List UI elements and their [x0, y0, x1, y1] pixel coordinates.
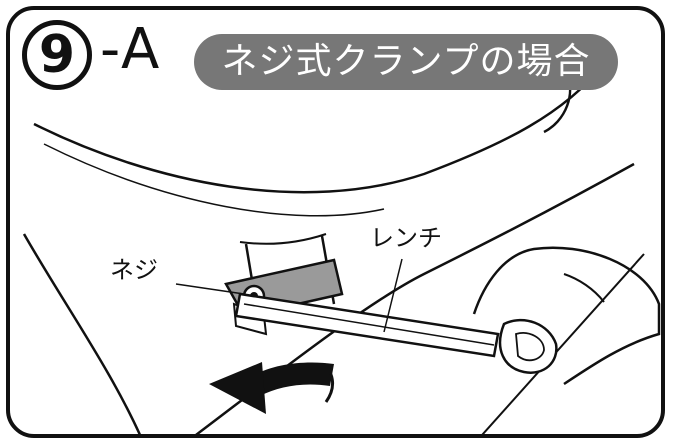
step-number-badge: 9: [22, 20, 92, 90]
seat-body-outline: [33, 63, 605, 194]
hand-nail: [515, 332, 545, 362]
post-cap: [239, 233, 327, 245]
title-banner: ネジ式クランプの場合: [194, 34, 618, 90]
table-rear-edge: [481, 253, 645, 434]
wrench-label: レンチ: [370, 224, 442, 252]
illustration: [22, 63, 661, 434]
hand-outline: [472, 246, 661, 386]
rotation-arrow-icon: [209, 362, 334, 414]
seat-inner-line: [43, 143, 385, 217]
wrench-callout-line: [383, 258, 403, 333]
screw-label: ネジ: [110, 256, 158, 284]
wrench-body: [234, 292, 500, 358]
screw-callout-line: [175, 283, 245, 295]
step-suffix: -A: [100, 17, 162, 82]
wrench-center-line: [243, 303, 495, 346]
table-left-edge: [22, 233, 141, 434]
hand-finger-line: [563, 273, 605, 303]
